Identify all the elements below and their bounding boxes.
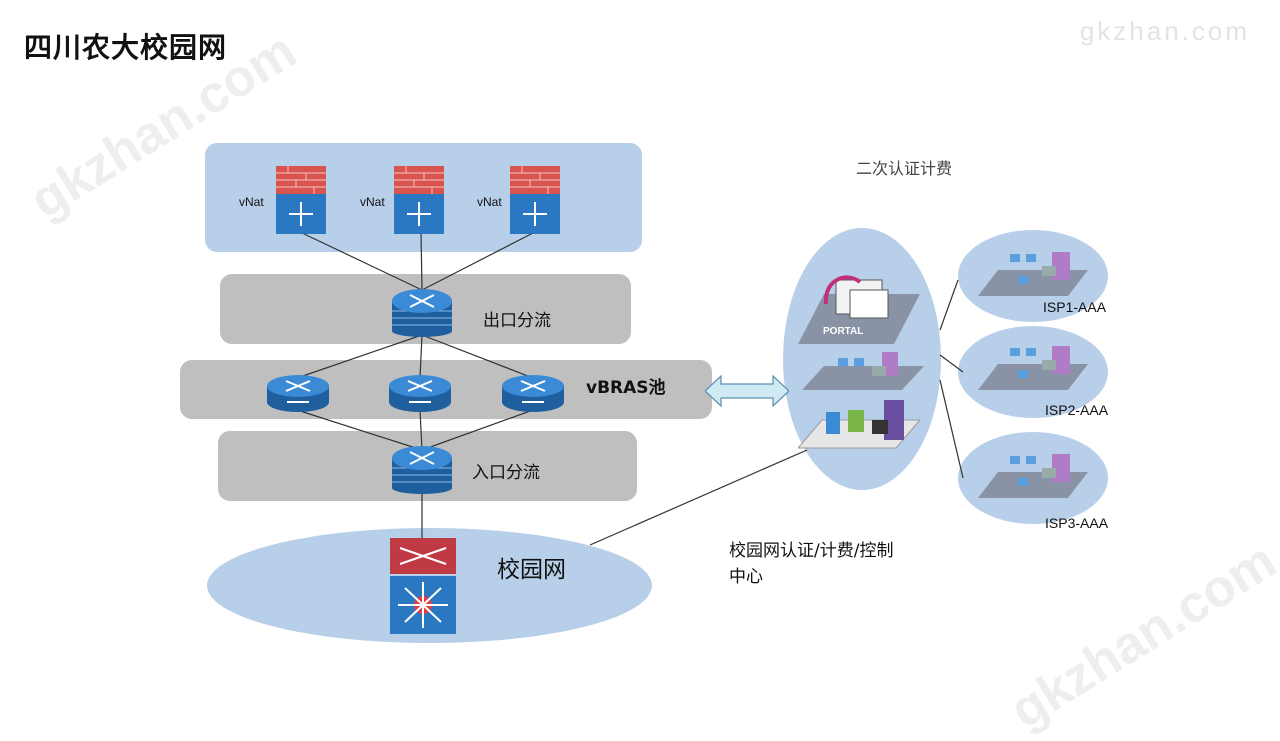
campus-label: 校园网 <box>497 557 566 583</box>
firewall-icon <box>510 166 560 238</box>
isp2-lan-icon <box>978 344 1088 396</box>
auth-top-label: 二次认证计费 <box>856 159 953 178</box>
portal-server-icon <box>798 268 920 352</box>
switch-icon <box>387 372 453 420</box>
firewall-label-3: vNat <box>477 195 502 209</box>
isp3-lan-icon <box>978 452 1088 504</box>
double-arrow-icon <box>704 374 790 412</box>
isp2-label: ISP2-AAA <box>1045 402 1109 418</box>
firewall-icon <box>276 166 326 238</box>
isp1-label: ISP1-AAA <box>1043 299 1107 315</box>
page-title: 四川农大校园网 <box>24 31 228 64</box>
switch-icon <box>265 372 331 420</box>
auth-caption-line1: 校园网认证/计费/控制 <box>729 541 894 561</box>
watermark-top: gkzhan.com <box>1079 16 1250 46</box>
ingress-label: 入口分流 <box>472 463 540 483</box>
egress-label: 出口分流 <box>483 311 551 331</box>
vbras-label: vBRAS池 <box>586 378 666 398</box>
switch-icon <box>500 372 566 420</box>
isp3-label: ISP3-AAA <box>1045 515 1109 531</box>
firewall-icon <box>394 166 444 238</box>
connection-lines <box>296 231 964 546</box>
firewall-label-1: vNat <box>239 195 264 209</box>
firewall-label-2: vNat <box>360 195 385 209</box>
database-server-icon <box>796 400 922 456</box>
lan-workstation-icon <box>802 352 924 396</box>
auth-caption-line2: 中心 <box>729 567 763 587</box>
isp1-lan-icon <box>978 250 1088 302</box>
stacked-router-icon <box>390 285 454 341</box>
portal-label: PORTAL <box>823 326 864 337</box>
core-switch-icon <box>390 538 456 638</box>
stacked-router-icon <box>390 442 454 498</box>
